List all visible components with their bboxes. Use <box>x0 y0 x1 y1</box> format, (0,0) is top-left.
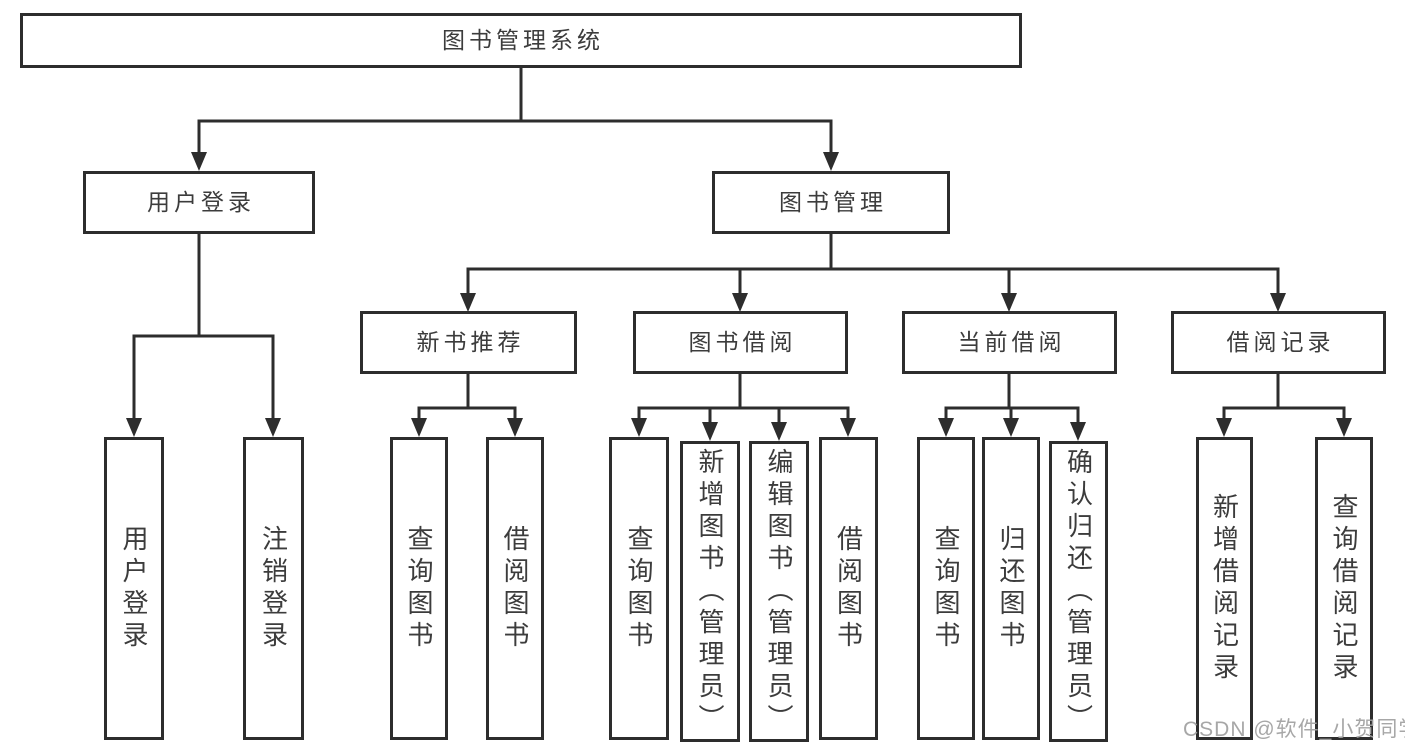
leaf-borrow-book-recommend: 借阅图书 <box>486 437 544 740</box>
node-user-login: 用户登录 <box>83 171 315 234</box>
leaf-confirm-return-admin: 确认归还（管理员） <box>1049 441 1108 742</box>
node-borrow-record: 借阅记录 <box>1171 311 1386 374</box>
node-book-borrow: 图书借阅 <box>633 311 848 374</box>
node-library-management-system: 图书管理系统 <box>20 13 1022 68</box>
node-current-borrow: 当前借阅 <box>902 311 1117 374</box>
leaf-return-book: 归还图书 <box>982 437 1040 740</box>
leaf-query-book-current: 查询图书 <box>917 437 975 740</box>
leaf-add-borrow-record: 新增借阅记录 <box>1196 437 1253 740</box>
node-new-book-recommend: 新书推荐 <box>360 311 577 374</box>
leaf-user-login: 用户登录 <box>104 437 164 740</box>
leaf-logout: 注销登录 <box>243 437 304 740</box>
csdn-watermark: CSDN @软件_小贺同学 <box>1183 718 1405 741</box>
leaf-query-book-recommend: 查询图书 <box>390 437 448 740</box>
leaf-query-borrow-record: 查询借阅记录 <box>1315 437 1373 740</box>
leaf-query-book-borrow: 查询图书 <box>609 437 669 740</box>
node-book-management: 图书管理 <box>712 171 950 234</box>
leaf-edit-book-admin: 编辑图书（管理员） <box>749 441 809 742</box>
leaf-add-book-admin: 新增图书（管理员） <box>680 441 740 742</box>
leaf-borrow-book: 借阅图书 <box>819 437 878 740</box>
